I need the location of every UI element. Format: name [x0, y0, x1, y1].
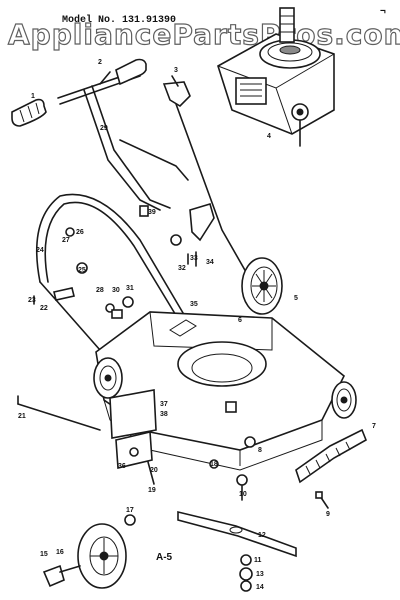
part-handle-grip [11, 98, 47, 127]
callout-11: 11 [254, 557, 262, 564]
callout-26: 26 [76, 229, 84, 236]
callout-25: 25 [78, 267, 86, 274]
callout-6: 6 [238, 317, 242, 324]
part-rod [17, 395, 101, 431]
callout-33: 33 [190, 255, 198, 262]
callout-22: 22 [40, 305, 48, 312]
part-side-brackets [109, 389, 157, 485]
part-front-wheel-lower [42, 523, 127, 589]
callout-35: 35 [190, 301, 198, 308]
callout-28: 28 [96, 287, 104, 294]
callout-10: 10 [239, 491, 247, 498]
callout-15: 15 [40, 551, 48, 558]
callout-12: 12 [258, 532, 266, 539]
watermark-text: AppliancePartsPros.com [8, 18, 400, 51]
part-blade-hardware [124, 401, 256, 592]
callout-16: 16 [56, 549, 64, 556]
part-engine [217, 7, 335, 147]
callout-38: 38 [160, 411, 168, 418]
part-upper-handle [57, 58, 189, 211]
callout-27: 27 [62, 237, 70, 244]
part-mower-deck [95, 311, 346, 471]
callout-2: 2 [98, 59, 102, 66]
callout-labels: 1 2 3 4 5 6 7 8 9 10 11 12 13 14 15 16 1… [18, 59, 376, 591]
callout-29: 29 [100, 125, 108, 132]
part-rear-skirt [295, 428, 368, 484]
callout-23: 23 [28, 297, 36, 304]
callout-31: 31 [126, 285, 134, 292]
callout-32: 32 [178, 265, 186, 272]
callout-1: 1 [31, 93, 35, 100]
callout-19: 19 [148, 487, 156, 494]
callout-39: 39 [148, 209, 156, 216]
callout-13: 13 [256, 571, 264, 578]
page-reference: A-5 [156, 552, 173, 563]
part-rear-wheel-deck [331, 381, 357, 419]
callout-37: 37 [160, 401, 168, 408]
part-bolt-right [315, 491, 329, 509]
callout-7: 7 [372, 423, 376, 430]
callout-30: 30 [112, 287, 120, 294]
callout-9: 9 [326, 511, 330, 518]
callout-4: 4 [267, 133, 271, 140]
callout-24: 24 [36, 247, 44, 254]
callout-8: 8 [258, 447, 262, 454]
callout-5: 5 [294, 295, 298, 302]
part-front-wheel-deck [93, 357, 123, 399]
part-blade [177, 510, 297, 558]
part-handle-hardware [33, 203, 215, 319]
callout-14: 14 [256, 584, 264, 591]
corner-mark: ¬ [380, 7, 386, 18]
callout-3: 3 [174, 67, 178, 74]
callout-34: 34 [206, 259, 214, 266]
callout-36: 36 [118, 463, 126, 470]
callout-20: 20 [150, 467, 158, 474]
callout-21: 21 [18, 413, 26, 420]
callout-17: 17 [126, 507, 134, 514]
model-number-label: Model No. 131.91390 [62, 14, 176, 26]
part-rear-wheel-upper [241, 257, 283, 315]
callout-18: 18 [210, 461, 218, 468]
